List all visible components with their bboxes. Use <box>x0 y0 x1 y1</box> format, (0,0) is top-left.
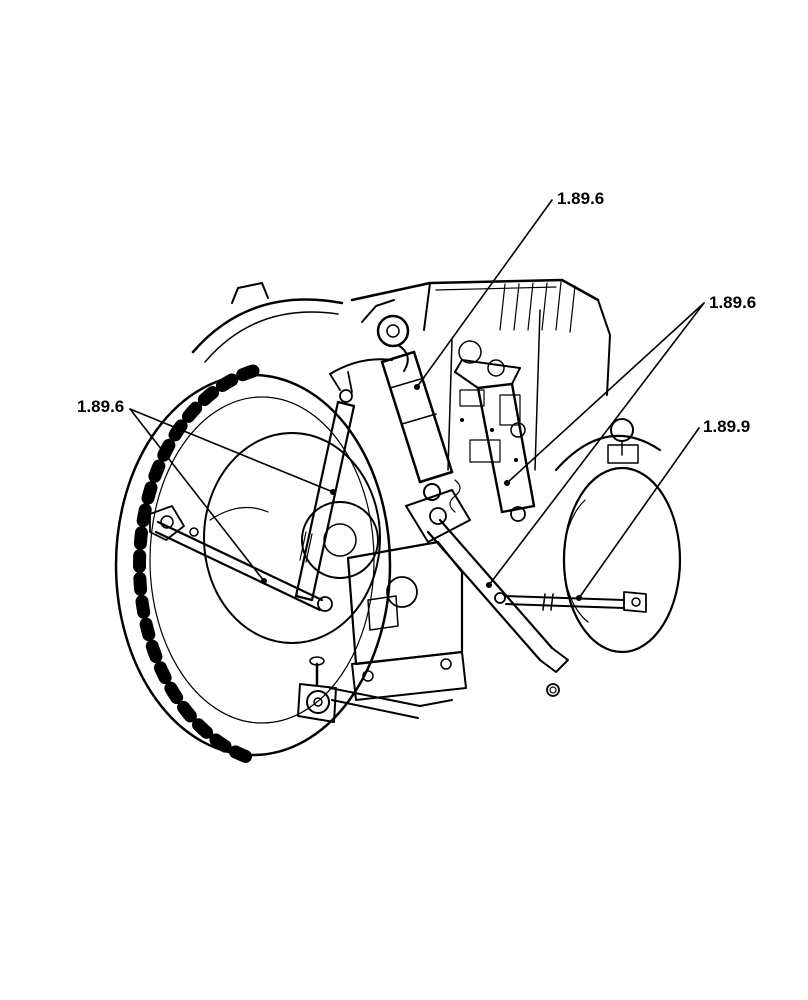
rocker-crank <box>405 489 471 543</box>
leader-dot-left-a <box>330 489 336 495</box>
center-machinery-detail <box>447 309 541 513</box>
right-wheel <box>554 418 682 654</box>
leader-dot-top <box>414 384 420 390</box>
right-lift-link <box>454 359 536 522</box>
leader-dot-right-upper-b <box>486 582 492 588</box>
rear-tire <box>114 364 392 766</box>
leader-line-right-upper-a <box>506 302 705 484</box>
callout-label-right-lower: 1.89.9 <box>703 417 750 436</box>
leader-line-left-b <box>129 408 265 582</box>
leader-line-right-lower <box>578 427 700 599</box>
body-upper-right <box>350 278 611 396</box>
stabilizer-turnbuckle <box>494 591 647 613</box>
left-lower-link <box>149 505 333 612</box>
leader-line-right-upper-b <box>488 302 705 586</box>
leader-dot-left-b <box>261 578 267 584</box>
leader-line-top <box>416 199 553 388</box>
stabilizer-arm <box>426 518 569 697</box>
drawbar-clevis <box>297 656 453 723</box>
lower-housing <box>346 540 467 701</box>
callout-label-left: 1.89.6 <box>77 397 124 416</box>
callout-labels: 1.89.6 1.89.6 1.89.6 1.89.9 <box>77 189 756 436</box>
top-link-assembly <box>361 299 454 501</box>
leader-dot-right-upper-a <box>504 480 510 486</box>
callout-label-right-upper: 1.89.6 <box>709 293 756 312</box>
callout-label-top: 1.89.6 <box>557 189 604 208</box>
leader-dot-right-lower <box>576 595 582 601</box>
left-lift-rod <box>294 358 393 602</box>
left-fender <box>191 282 344 363</box>
tractor-hitch-illustration <box>114 278 682 766</box>
leader-line-left-a <box>129 408 334 493</box>
callout-leaders <box>129 199 705 601</box>
